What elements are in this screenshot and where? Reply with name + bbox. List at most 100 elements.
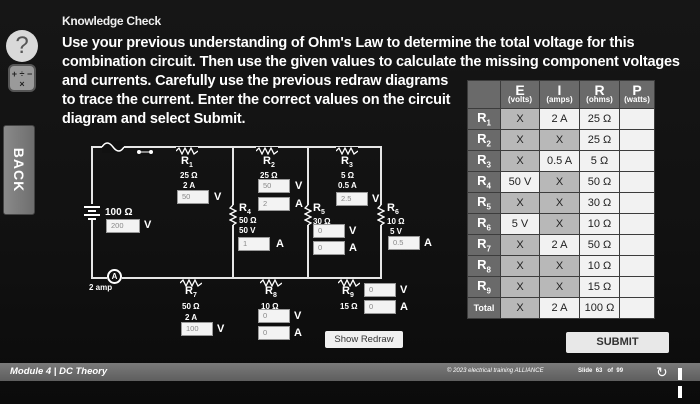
- resistor-r3-icon: [335, 142, 359, 160]
- row-label: Total: [467, 297, 501, 319]
- unit-label: A: [294, 327, 302, 339]
- r9-current-input[interactable]: 0: [364, 300, 396, 314]
- cell-amps: X: [539, 255, 580, 277]
- back-button[interactable]: BACK: [3, 125, 35, 215]
- r2-voltage-input[interactable]: 50: [258, 179, 290, 193]
- instruction-line: combination circuit. Then use the given …: [62, 54, 680, 70]
- cell-watts[interactable]: [619, 276, 655, 298]
- r1-ohms: 25 Ω: [180, 171, 198, 180]
- r9-voltage-input[interactable]: 0: [364, 283, 396, 297]
- r1-amps: 2 A: [183, 181, 196, 190]
- cell-amps: 2 A: [539, 297, 580, 319]
- table-row: R9 X X 15 Ω: [467, 276, 655, 298]
- r8-current-input[interactable]: 0: [258, 326, 290, 340]
- r5-name: R5: [313, 202, 325, 217]
- r4-ohms: 50 Ω: [239, 216, 257, 225]
- unit-label: A: [400, 301, 408, 313]
- instruction-line: diagram and select Submit.: [62, 111, 246, 127]
- header-blank: [467, 80, 501, 109]
- unit-label: V: [294, 310, 302, 322]
- wire: [91, 277, 107, 279]
- slide-label: Slide: [578, 368, 593, 374]
- instruction-line: and currents. Carefully use the previous…: [62, 73, 449, 89]
- show-redraw-button[interactable]: Show Redraw: [325, 331, 403, 348]
- r8-voltage-input[interactable]: 0: [258, 309, 290, 323]
- unit-label: V: [144, 219, 152, 231]
- r7-ohms: 50 Ω: [182, 302, 200, 311]
- resistor-r5-icon: [303, 204, 313, 230]
- table-row: R1 X 2 A 25 Ω: [467, 108, 655, 130]
- cell-watts[interactable]: [619, 129, 655, 151]
- cell-ohms: 30 Ω: [579, 192, 620, 214]
- row-label: R9: [467, 276, 501, 298]
- r2-current-input[interactable]: 2: [258, 197, 290, 211]
- calculator-icon[interactable]: + ÷ − ×: [8, 64, 36, 92]
- r3-name: R3: [341, 155, 353, 170]
- cell-volts: X: [500, 150, 540, 172]
- slide-of: of: [607, 368, 614, 374]
- table-row: R2 X X 25 Ω: [467, 129, 655, 151]
- cell-ohms: 5 Ω: [579, 150, 620, 172]
- r3-voltage-input[interactable]: 2.5: [336, 192, 368, 206]
- r8-ohms: 10 Ω: [261, 302, 279, 311]
- r2-name: R2: [263, 155, 275, 170]
- r6-name: R6: [387, 202, 399, 217]
- r1-voltage-input[interactable]: 50: [177, 190, 209, 204]
- fuse-icon: [101, 140, 125, 153]
- cell-amps: 2 A: [539, 234, 580, 256]
- replay-icon[interactable]: ↻: [656, 364, 668, 380]
- r3-amps: 0.5 A: [338, 181, 357, 190]
- cell-volts: X: [500, 255, 540, 277]
- row-label: R3: [467, 150, 501, 172]
- cell-ohms: 10 Ω: [579, 213, 620, 235]
- r5-current-input[interactable]: 0: [313, 241, 345, 255]
- pause-icon[interactable]: [678, 367, 689, 398]
- r3-ohms: 5 Ω: [341, 171, 355, 180]
- knowledge-check-label: Knowledge Check: [62, 14, 161, 28]
- r7-name: R7: [185, 285, 197, 300]
- cell-watts[interactable]: [619, 213, 655, 235]
- cell-watts[interactable]: [619, 171, 655, 193]
- cell-watts[interactable]: [619, 150, 655, 172]
- submit-button[interactable]: SUBMIT: [566, 332, 669, 353]
- resistor-r7-icon: [179, 274, 203, 292]
- row-label: R4: [467, 171, 501, 193]
- help-icon[interactable]: ?: [6, 30, 38, 62]
- r1-name: R1: [181, 155, 193, 170]
- unit-label: A: [424, 237, 432, 249]
- cell-watts[interactable]: [619, 297, 655, 319]
- table-header-row: E(volts) I(amps) R(ohms) P(watts): [467, 80, 655, 109]
- r7-voltage-input[interactable]: 100: [181, 322, 213, 336]
- cell-watts[interactable]: [619, 255, 655, 277]
- unit-label: V: [295, 180, 303, 192]
- cell-volts: X: [500, 297, 540, 319]
- ohms-law-table: E(volts) I(amps) R(ohms) P(watts) R1 X 2…: [467, 80, 655, 319]
- cell-watts[interactable]: [619, 108, 655, 130]
- r4-name: R4: [239, 202, 251, 217]
- r8-name: R8: [265, 285, 277, 300]
- r9-ohms: 15 Ω: [340, 302, 358, 311]
- cell-ohms: 100 Ω: [579, 297, 620, 319]
- cell-ohms: 25 Ω: [579, 129, 620, 151]
- source-resistance-label: 100 Ω: [105, 207, 133, 218]
- unit-label: V: [217, 323, 225, 335]
- unit-label: V: [372, 193, 380, 205]
- source-voltage-input[interactable]: 200: [106, 219, 140, 233]
- battery-icon: [81, 200, 103, 222]
- r5-voltage-input[interactable]: 0: [313, 224, 345, 238]
- header-volts: E(volts): [500, 80, 540, 109]
- slide-counter: Slide 63 of 99: [578, 368, 623, 374]
- r4-volts: 50 V: [239, 226, 256, 235]
- r5-ohms: 30 Ω: [313, 217, 331, 226]
- cell-watts[interactable]: [619, 192, 655, 214]
- ammeter-icon: A: [107, 269, 122, 284]
- r6-current-input[interactable]: 0.5: [388, 236, 420, 250]
- r4-current-input[interactable]: 1: [238, 237, 270, 251]
- cell-ohms: 15 Ω: [579, 276, 620, 298]
- cell-watts[interactable]: [619, 234, 655, 256]
- resistor-r4-icon: [228, 204, 238, 230]
- table-row: R5 X X 30 Ω: [467, 192, 655, 214]
- row-label: R8: [467, 255, 501, 277]
- row-label: R7: [467, 234, 501, 256]
- slide-current: 63: [595, 368, 603, 374]
